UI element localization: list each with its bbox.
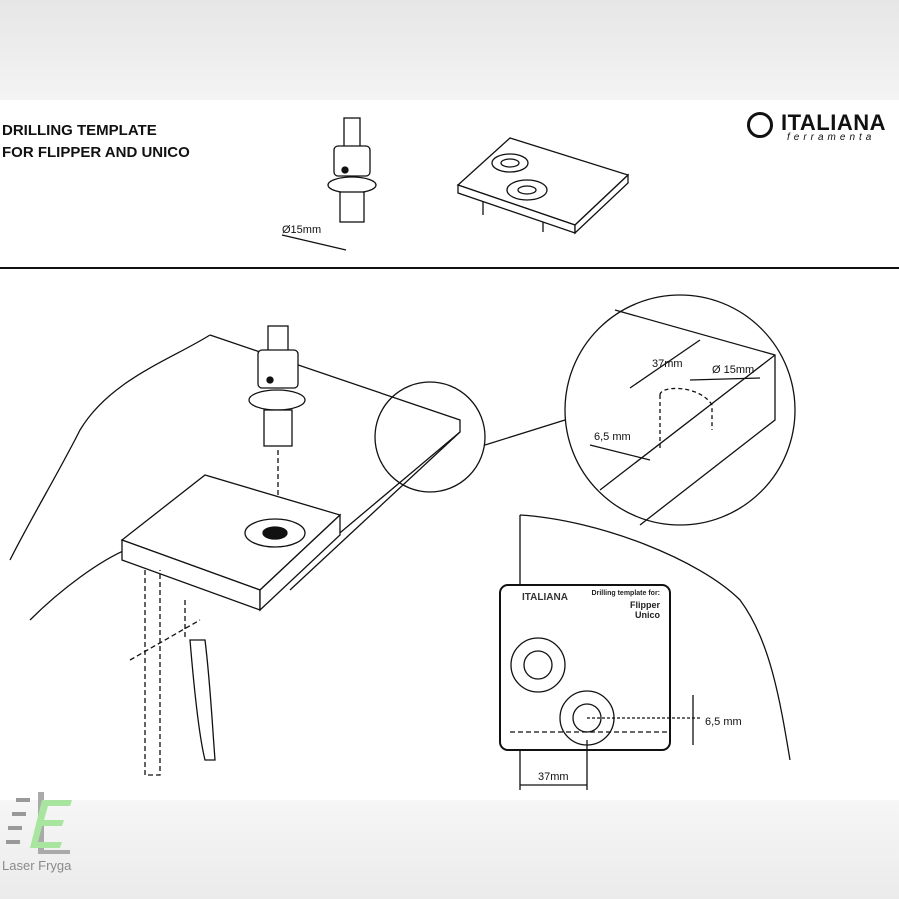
page-title: DRILLING TEMPLATE FOR FLIPPER AND UNICO: [2, 120, 190, 164]
logo-mark-icon: [747, 112, 773, 138]
detail-connector: [484, 419, 566, 446]
detail-edge-label: 6,5 mm: [594, 431, 631, 443]
detail-distance-label: 37mm: [652, 358, 683, 370]
plate-line-1: Flipper: [629, 600, 660, 610]
background-bottom: [0, 800, 899, 899]
title-line-1: DRILLING TEMPLATE: [2, 122, 157, 139]
watermark-text: Laser Fryga: [2, 858, 72, 873]
detail-diameter-label: Ø 15mm: [712, 364, 755, 376]
plate-heading: Drilling template for:: [591, 590, 660, 597]
logo-sub: ferramenta: [787, 132, 876, 143]
template-main: [120, 474, 342, 776]
laser-fryga-watermark: Laser Fryga: [2, 786, 102, 876]
plan-edge-label: 6,5 mm: [705, 716, 742, 728]
background-top: [0, 0, 899, 100]
template-plate-text: Drilling template for: Flipper Unico: [580, 590, 660, 620]
bit-diameter-label: Ø15mm: [282, 224, 322, 236]
plan-distance-label: 37mm: [538, 771, 569, 783]
logo-brand: ITALIANA: [781, 110, 887, 135]
watermark-logo-icon: [6, 792, 72, 854]
italiana-logo: ITALIANA ferramenta: [745, 108, 899, 144]
drill-bit-main: [248, 325, 306, 520]
detail-view: [564, 294, 796, 526]
plate-line-2: Unico: [634, 610, 660, 620]
plan-view: [499, 514, 791, 790]
template-top: [456, 137, 630, 235]
plate-logo: ITALIANA: [522, 592, 568, 603]
title-line-2: FOR FLIPPER AND UNICO: [2, 144, 190, 161]
drill-bit-top: [281, 117, 377, 251]
detail-callout-circle: [374, 381, 486, 493]
